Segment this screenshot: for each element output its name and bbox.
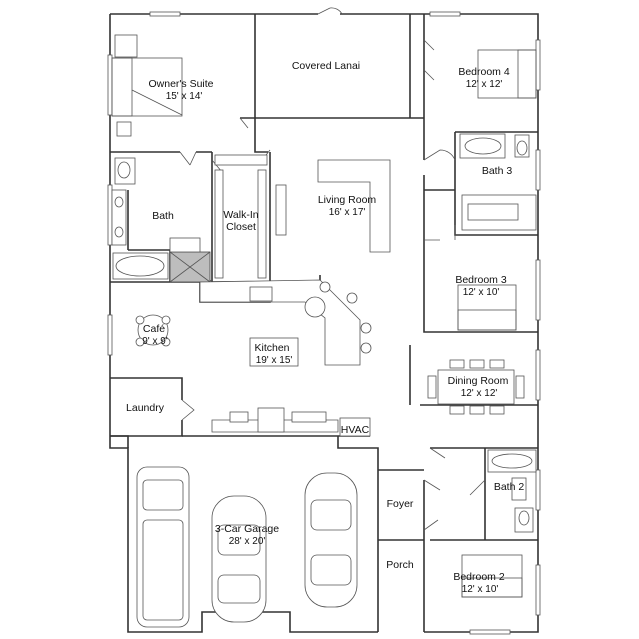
bedroom-2-label: Bedroom 2: [453, 571, 505, 583]
fixtures: [111, 34, 537, 598]
cafe-label: Café: [143, 323, 165, 335]
owners-suite-label: Owner's Suite: [148, 78, 213, 90]
dining-room-size: 12' x 12': [461, 388, 498, 399]
walk-in-closet-label-line2: Closet: [226, 221, 256, 233]
bath-label: Bath: [152, 210, 174, 222]
windows: [107, 11, 541, 635]
bedroom-2-size: 12' x 10': [462, 584, 499, 595]
kitchen-size: 19' x 15': [256, 355, 293, 366]
bath-2-label: Bath 2: [494, 481, 525, 493]
owners-suite-size: 15' x 14': [166, 91, 203, 102]
garage-size: 28' x 20': [229, 536, 266, 547]
bath-3-label: Bath 3: [482, 165, 513, 177]
garage-label: 3-Car Garage: [215, 523, 279, 535]
bedroom-3-label: Bedroom 3: [455, 274, 507, 286]
bedroom-4-size: 12' x 12': [466, 79, 503, 90]
laundry-label: Laundry: [126, 402, 165, 414]
covered-lanai-label: Covered Lanai: [292, 60, 360, 72]
room-labels: Owner's Suite 15' x 14' Covered Lanai Be…: [126, 60, 524, 595]
living-room-size: 16' x 17': [329, 207, 366, 218]
bedroom-4-label: Bedroom 4: [458, 66, 510, 78]
cafe-size: 9' x 9': [142, 336, 168, 347]
dining-room-label: Dining Room: [448, 375, 509, 387]
bedroom-3-size: 12' x 10': [463, 287, 500, 298]
kitchen-label-box: [249, 337, 299, 367]
kitchen-label: Kitchen: [254, 342, 289, 354]
garage-cars: [136, 466, 358, 628]
foyer-label: Foyer: [387, 498, 414, 510]
hvac-label: HVAC: [341, 424, 370, 436]
interior-walls: [110, 14, 538, 632]
porch-label: Porch: [386, 559, 414, 571]
walk-in-closet-label-line1: Walk-In: [223, 209, 258, 221]
living-room-label: Living Room: [318, 194, 377, 206]
